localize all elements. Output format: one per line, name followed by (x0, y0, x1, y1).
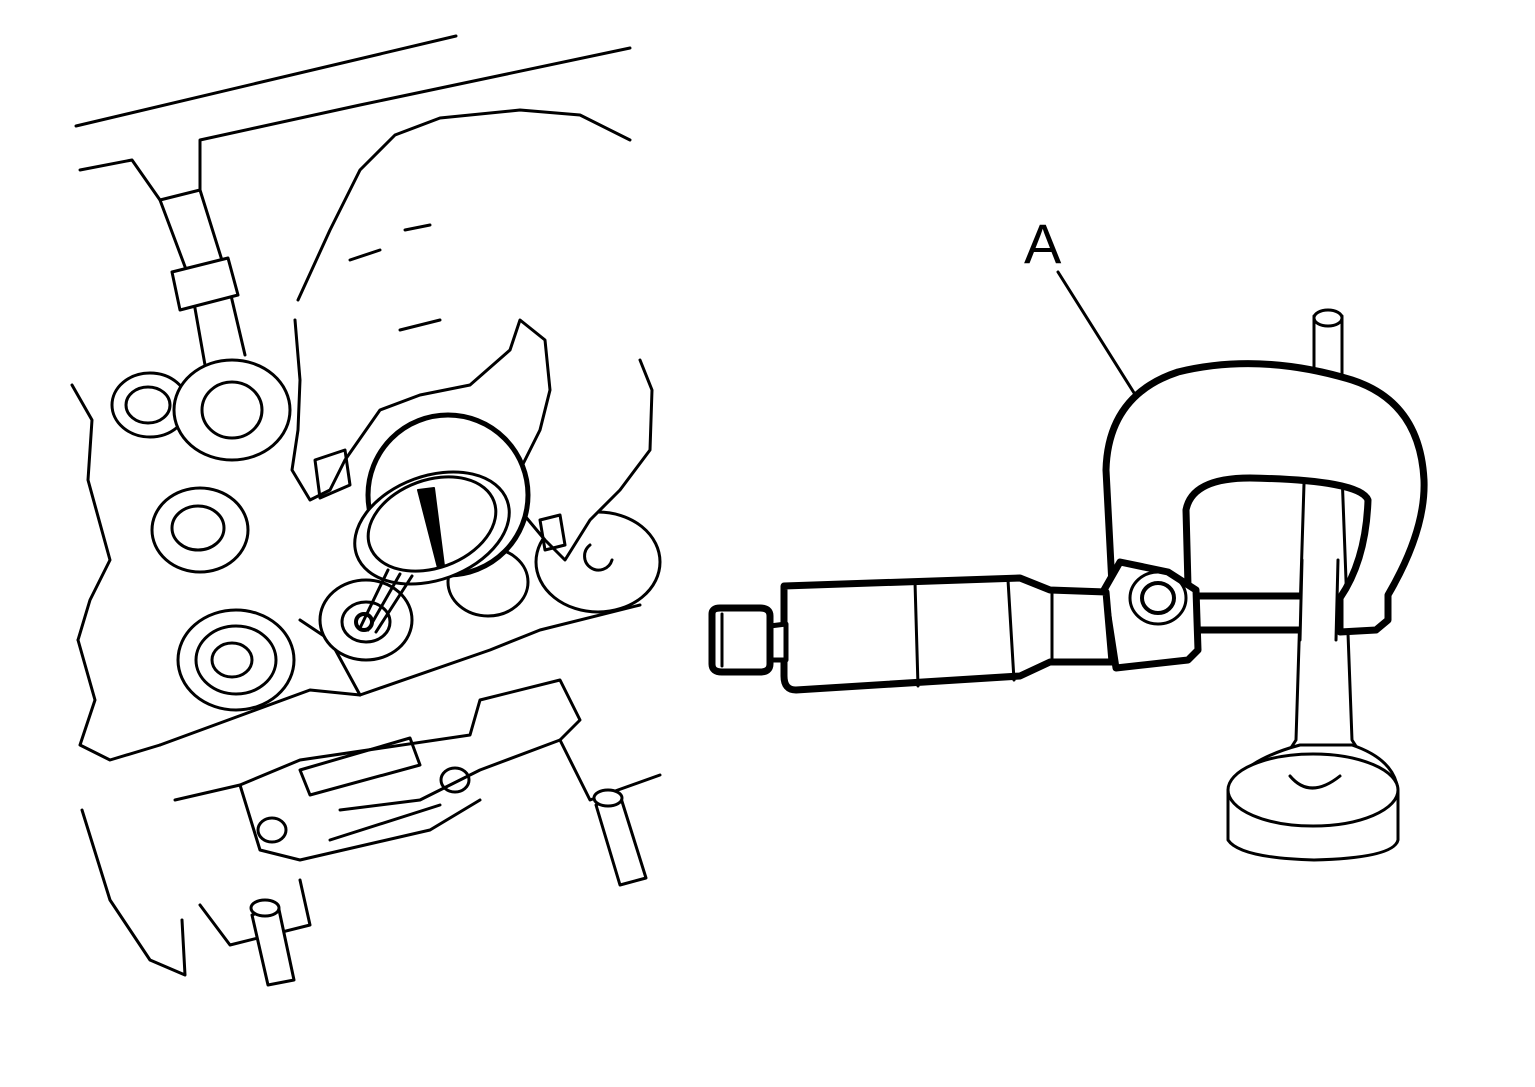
head-deck-edge (158, 603, 642, 747)
micrometer-lock-body (1100, 558, 1202, 672)
micrometer-drawing (708, 270, 1428, 862)
thumb-nail (538, 513, 567, 552)
head-left-lower (76, 638, 162, 762)
thimble-line-1 (913, 580, 920, 688)
gauge-probe-rods (358, 568, 414, 634)
lower-housing-rib (328, 803, 442, 842)
head-left-wall (70, 383, 112, 642)
callout-label-a: A (1024, 212, 1062, 275)
micrometer-spindle (1184, 592, 1314, 634)
lower-slot (298, 736, 422, 797)
lower-housing-top (173, 678, 582, 812)
dowel-pin-left (250, 903, 296, 987)
thimble-line-2 (1006, 578, 1016, 682)
hand-fingers (290, 318, 654, 562)
callout-leader-line (1056, 270, 1138, 398)
finger-nail (313, 448, 352, 500)
lower-housing-body (238, 783, 482, 862)
dial-needle (417, 487, 445, 569)
valve-guide-bosses (110, 358, 662, 712)
micrometer-thimble (780, 574, 1116, 694)
ratchet-stop (708, 604, 774, 676)
micrometer-frame (1102, 360, 1428, 636)
cylinder-head-drawing (70, 34, 662, 987)
hand-back (296, 108, 632, 302)
lower-right-edge (558, 738, 662, 802)
lock-nut (1140, 581, 1176, 615)
rail-collar (170, 256, 240, 312)
hand-creases (348, 223, 442, 332)
dial-bore-gauge (353, 412, 531, 634)
head-lower-left-wall (80, 808, 187, 977)
dowel-pin-right (594, 793, 648, 887)
head-top-edge (74, 34, 458, 128)
